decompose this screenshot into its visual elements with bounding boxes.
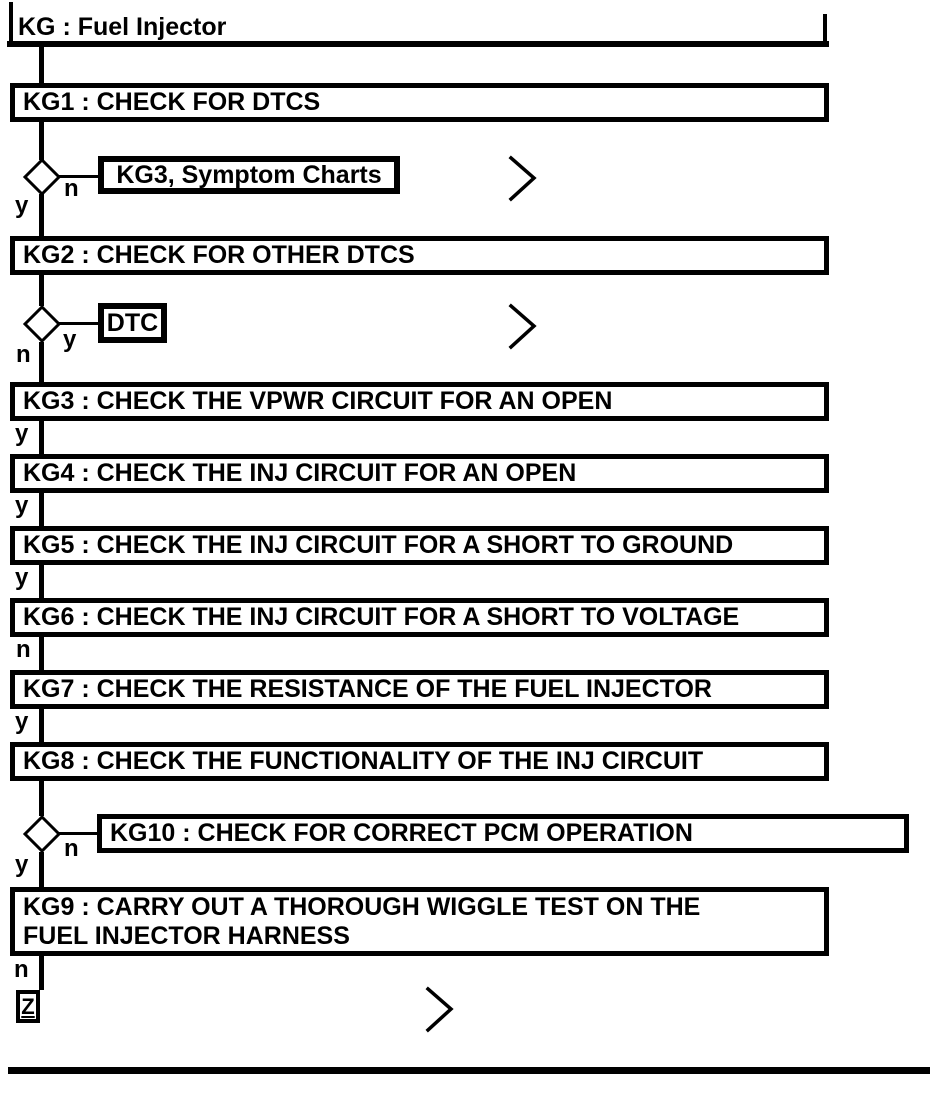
- connector-line: [39, 709, 44, 742]
- step-box-kg6: KG6 : CHECK THE INJ CIRCUIT FOR A SHORT …: [10, 598, 829, 637]
- branch-label-kg6-no: n: [16, 636, 31, 663]
- connector-line: [39, 637, 44, 670]
- step-label-line2: FUEL INJECTOR HARNESS: [23, 921, 350, 950]
- branch-label-kg3-yes: y: [15, 420, 29, 447]
- connector-line: [39, 493, 44, 526]
- step-label-line1: KG9 : CARRY OUT A THOROUGH WIGGLE TEST O…: [23, 892, 701, 921]
- connector-line: [39, 421, 44, 454]
- ref-label: KG3, Symptom Charts: [116, 160, 382, 189]
- connector-line: [39, 275, 44, 306]
- connector-line: [39, 565, 44, 598]
- connector-label: Z: [21, 993, 35, 1019]
- title-underline: [7, 41, 829, 47]
- decision-diamond: [22, 157, 62, 197]
- connector-line: [39, 781, 44, 816]
- branch-connector: [58, 832, 97, 835]
- step-label: KG4 : CHECK THE INJ CIRCUIT FOR AN OPEN: [23, 459, 577, 487]
- bottom-rule: [8, 1067, 930, 1074]
- step-box-kg5: KG5 : CHECK THE INJ CIRCUIT FOR A SHORT …: [10, 526, 829, 565]
- branch-label-d3-yes: y: [15, 851, 29, 878]
- branch-label-d2-no: n: [16, 341, 31, 368]
- connector-line: [39, 47, 44, 83]
- step-box-kg7: KG7 : CHECK THE RESISTANCE OF THE FUEL I…: [10, 670, 829, 709]
- ref-box-symptom-charts: KG3, Symptom Charts: [98, 156, 400, 194]
- step-label: KG3 : CHECK THE VPWR CIRCUIT FOR AN OPEN: [23, 387, 613, 415]
- branch-label-kg9-no: n: [14, 956, 29, 983]
- step-box-kg4: KG4 : CHECK THE INJ CIRCUIT FOR AN OPEN: [10, 454, 829, 493]
- step-label: KG5 : CHECK THE INJ CIRCUIT FOR A SHORT …: [23, 531, 734, 559]
- connector-line: [39, 342, 44, 382]
- branch-label-d1-no: n: [64, 175, 79, 202]
- ref-box-dtc: DTC: [98, 303, 167, 343]
- step-box-kg10: KG10 : CHECK FOR CORRECT PCM OPERATION: [97, 814, 909, 853]
- branch-label-kg4-yes: y: [15, 492, 29, 519]
- continuation-chevron-icon: [425, 986, 454, 1033]
- continuation-chevron-icon: [508, 303, 537, 350]
- title-left-tick: [9, 2, 13, 42]
- step-box-kg8: KG8 : CHECK THE FUNCTIONALITY OF THE INJ…: [10, 742, 829, 781]
- off-page-connector-z: Z: [16, 990, 40, 1023]
- branch-connector: [58, 175, 98, 178]
- branch-connector: [58, 322, 98, 325]
- step-label: KG6 : CHECK THE INJ CIRCUIT FOR A SHORT …: [23, 603, 740, 631]
- connector-line: [39, 852, 44, 887]
- step-label: KG7 : CHECK THE RESISTANCE OF THE FUEL I…: [23, 675, 712, 703]
- step-box-kg1: KG1 : CHECK FOR DTCS: [10, 83, 829, 122]
- step-label: KG8 : CHECK THE FUNCTIONALITY OF THE INJ…: [23, 747, 704, 775]
- connector-line: [39, 122, 44, 160]
- title-right-tick: [823, 14, 827, 42]
- continuation-chevron-icon: [508, 155, 537, 202]
- decision-diamond: [22, 304, 62, 344]
- branch-label-d2-yes: y: [63, 326, 77, 353]
- step-label: KG10 : CHECK FOR CORRECT PCM OPERATION: [110, 819, 693, 847]
- ref-label: DTC: [106, 308, 159, 337]
- branch-label-d3-no: n: [64, 835, 79, 862]
- branch-label-kg7-yes: y: [15, 708, 29, 735]
- branch-label-kg5-yes: y: [15, 564, 29, 591]
- step-label: KG2 : CHECK FOR OTHER DTCS: [23, 241, 415, 269]
- step-box-kg2: KG2 : CHECK FOR OTHER DTCS: [10, 236, 829, 275]
- decision-diamond: [22, 814, 62, 854]
- step-box-kg3: KG3 : CHECK THE VPWR CIRCUIT FOR AN OPEN: [10, 382, 829, 421]
- branch-label-d1-yes: y: [15, 192, 29, 219]
- chart-title: KG : Fuel Injector: [18, 13, 227, 41]
- step-box-kg9: KG9 : CARRY OUT A THOROUGH WIGGLE TEST O…: [10, 887, 829, 956]
- connector-line: [39, 956, 44, 990]
- step-label: KG1 : CHECK FOR DTCS: [23, 88, 321, 116]
- connector-line: [39, 194, 44, 236]
